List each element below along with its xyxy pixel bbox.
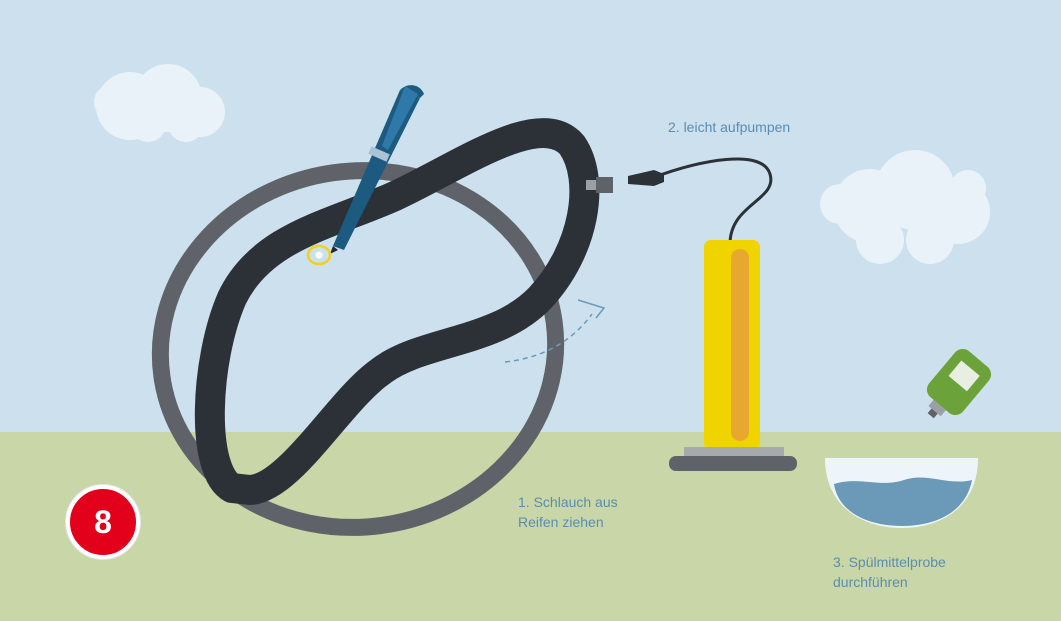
step-number-badge: 8: [66, 485, 140, 559]
leak-marker-icon: [306, 244, 332, 266]
step-1-label: 1. Schlauch aus Reifen ziehen: [518, 492, 618, 532]
valve-icon: [586, 177, 613, 193]
arrow-icon: [504, 299, 606, 363]
pump-hose: [651, 157, 773, 245]
cloud-icon: [820, 150, 990, 264]
pump-nozzle-icon: [628, 170, 664, 186]
step-number: 8: [94, 504, 112, 540]
step-1-text-line1: 1. Schlauch aus: [518, 494, 618, 510]
step-2-label: 2. leicht aufpumpen: [668, 117, 790, 137]
cloud-icon: [94, 64, 225, 142]
step-3-label: 3. Spülmittelprobe durchführen: [833, 552, 946, 592]
pen-icon: [330, 85, 424, 254]
step-1-text-line2: Reifen ziehen: [518, 514, 604, 530]
tire-icon: [151, 162, 565, 536]
water-bowl-icon: [825, 458, 978, 528]
detergent-bottle-icon: [926, 348, 992, 419]
step-2-text: 2. leicht aufpumpen: [668, 119, 791, 135]
step-3-text-line2: durchführen: [833, 574, 908, 590]
step-3-text-line1: 3. Spülmittelprobe: [833, 554, 946, 570]
hand-pump-icon: [669, 240, 797, 471]
inner-tube-icon: [194, 118, 600, 505]
